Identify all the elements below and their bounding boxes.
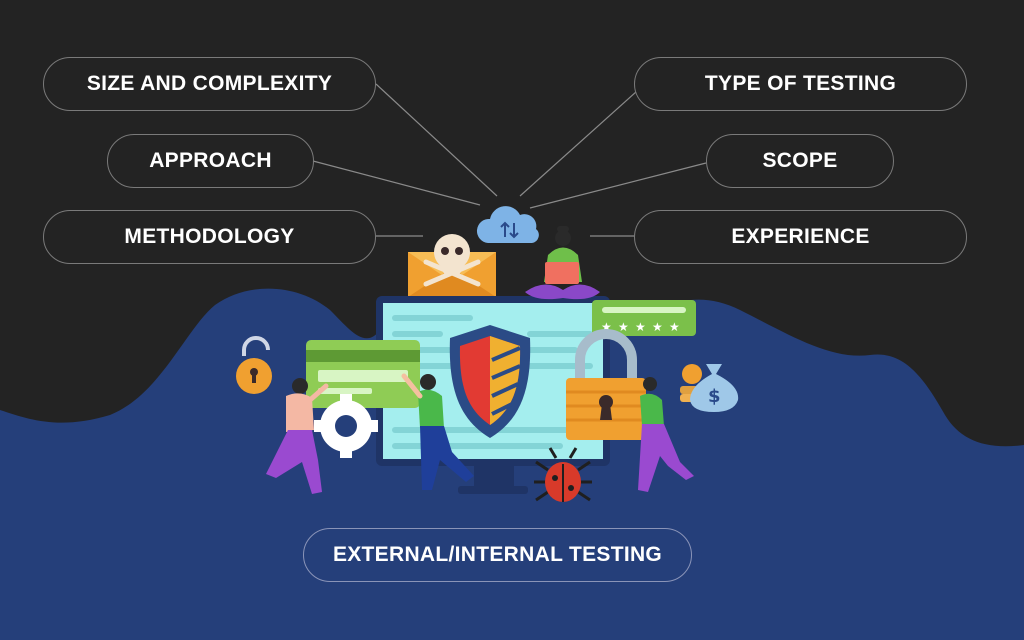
svg-text:★: ★ <box>601 320 612 334</box>
factor-size-complexity: SIZE AND COMPLEXITY <box>43 57 376 111</box>
cloud-sync-icon <box>476 206 539 243</box>
factor-external-internal-testing: EXTERNAL/INTERNAL TESTING <box>303 528 692 582</box>
svg-text:★: ★ <box>652 320 663 334</box>
credit-card-icon <box>306 340 420 408</box>
open-padlock-icon <box>236 336 272 394</box>
svg-text:$: $ <box>708 386 721 407</box>
rating-card-icon: ★ ★ ★ ★ ★ <box>592 300 696 336</box>
person-right <box>638 377 694 492</box>
gear-icon <box>314 394 378 458</box>
svg-text:★: ★ <box>669 320 680 334</box>
svg-text:★: ★ <box>618 320 629 334</box>
bug-icon <box>534 447 592 502</box>
factor-methodology: METHODOLOGY <box>43 210 376 264</box>
factor-label: SCOPE <box>762 149 838 172</box>
money-bag-icon: $ <box>690 364 739 412</box>
factor-experience: EXPERIENCE <box>634 210 967 264</box>
factor-approach: APPROACH <box>107 134 314 188</box>
factor-type-of-testing: TYPE OF TESTING <box>634 57 967 111</box>
svg-text:★: ★ <box>635 320 646 334</box>
skull-envelope-icon <box>408 234 496 297</box>
factor-label: APPROACH <box>149 149 272 172</box>
factor-label: EXTERNAL/INTERNAL TESTING <box>332 543 663 566</box>
padlock-icon <box>566 329 646 440</box>
factor-label: EXPERIENCE <box>731 225 870 248</box>
person-left <box>266 378 329 494</box>
factor-label: TYPE OF TESTING <box>704 72 897 95</box>
person-with-laptop <box>525 226 600 300</box>
shield-icon <box>449 325 531 438</box>
connector-lines <box>312 83 707 237</box>
factor-label: SIZE AND COMPLEXITY <box>86 72 333 95</box>
person-middle <box>401 373 474 490</box>
factor-scope: SCOPE <box>706 134 894 188</box>
factor-label: METHODOLOGY <box>124 225 295 248</box>
